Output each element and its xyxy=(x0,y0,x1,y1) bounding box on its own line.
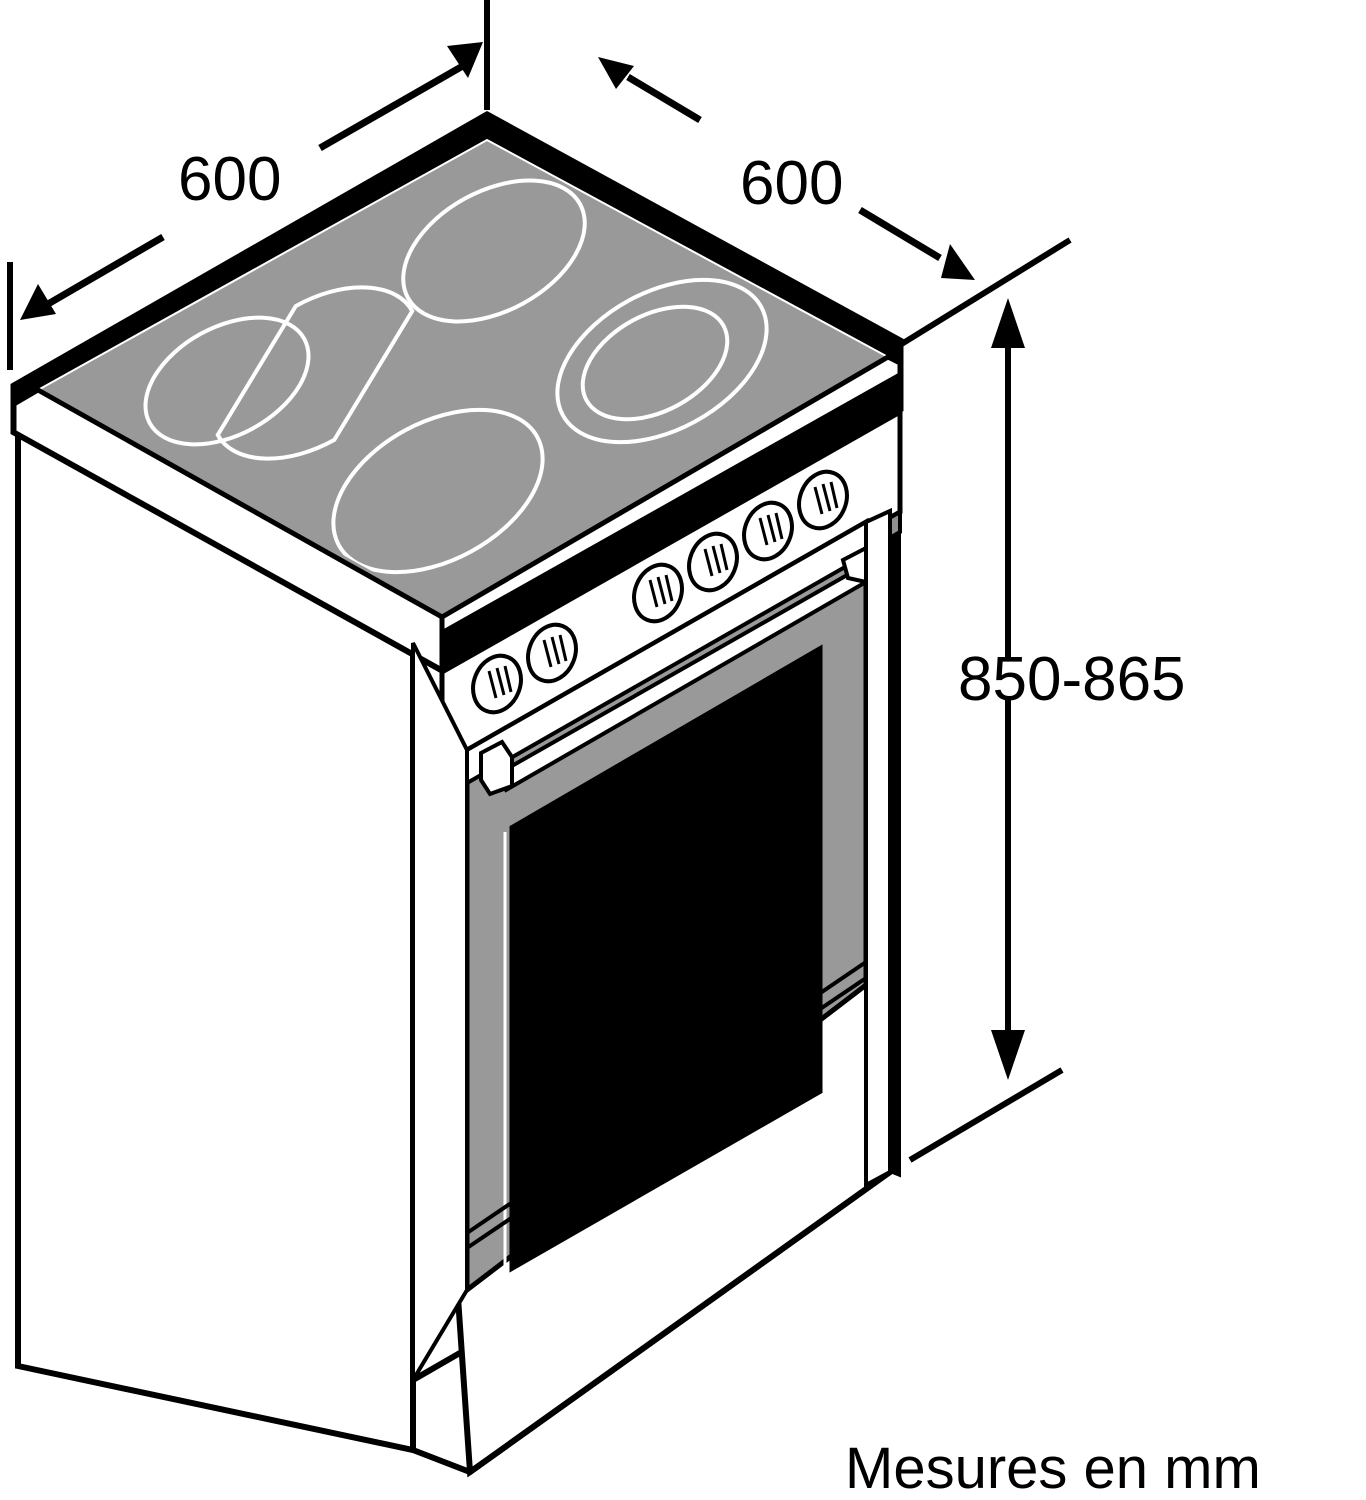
width-arrowhead-right xyxy=(941,244,975,280)
oven-door[interactable] xyxy=(450,517,875,1297)
width-arrowhead-left xyxy=(598,57,634,89)
burner-front-right xyxy=(331,407,545,575)
burner-group xyxy=(143,178,769,575)
width-extension-from-corner xyxy=(898,237,1072,348)
height-extension-bottom xyxy=(908,1067,1064,1163)
knob-group xyxy=(465,464,855,719)
depth-dim-line-lower xyxy=(46,233,165,308)
burner-rear-right-outer xyxy=(555,277,769,445)
height-arrowhead-top xyxy=(991,298,1025,348)
cooktop-front-facet-left xyxy=(11,387,445,675)
knob-1[interactable] xyxy=(465,648,529,719)
front-face-right-strip xyxy=(864,507,892,1189)
depth-dim-line-upper xyxy=(318,59,470,152)
depth-arrowhead-right xyxy=(447,42,483,78)
knob-4[interactable] xyxy=(681,526,745,597)
door-split-line-1 xyxy=(465,960,868,1235)
control-panel-recess xyxy=(442,372,900,672)
dimension-width: 600 xyxy=(598,57,1072,348)
width-dim-line-lower xyxy=(858,206,942,262)
height-arrowhead-bottom xyxy=(991,1030,1025,1080)
units-note: Mesures en mm xyxy=(845,1436,1261,1500)
burner-rear-left xyxy=(401,178,587,324)
knob-6[interactable] xyxy=(791,464,855,535)
height-dimension-label: 850-865 xyxy=(958,645,1186,714)
front-face-left-strip xyxy=(411,642,469,1388)
knob-5[interactable] xyxy=(736,495,800,566)
dimension-height: 850-865 xyxy=(908,298,1186,1163)
oven-door-glass xyxy=(509,644,823,1273)
burner-front-left-outer xyxy=(215,285,415,461)
burner-front-left-inner xyxy=(143,315,311,447)
width-dim-line-upper xyxy=(626,73,702,124)
oven-glass-bevel xyxy=(503,832,516,1282)
burner-rear-right-inner xyxy=(580,304,730,422)
dimension-depth: 600 xyxy=(7,0,490,370)
depth-dimension-label: 600 xyxy=(178,145,281,214)
depth-arrowhead-left xyxy=(20,284,56,320)
knob-2[interactable] xyxy=(520,617,584,688)
width-dimension-label: 600 xyxy=(740,149,843,218)
handle-endcap-left xyxy=(479,739,514,797)
door-split-line-2 xyxy=(465,976,868,1250)
knob-3[interactable] xyxy=(626,557,690,628)
